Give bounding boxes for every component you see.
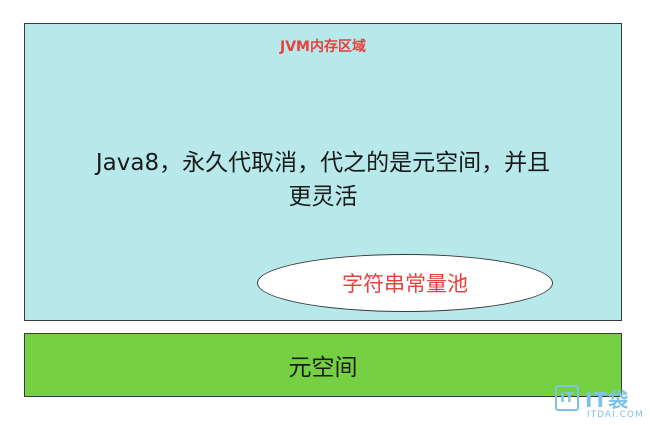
java8-description: Java8，永久代取消，代之的是元空间，并且 更灵活 bbox=[45, 146, 601, 214]
metaspace-label: 元空间 bbox=[288, 355, 358, 381]
itdai-logo-brand: IT袋 bbox=[585, 388, 630, 412]
description-line-2: 更灵活 bbox=[288, 184, 358, 210]
itdai-logo-site: ITDAI.COM bbox=[587, 410, 644, 420]
string-constant-pool-ellipse: 字符串常量池 bbox=[257, 254, 553, 312]
jvm-memory-region: JVM内存区域 Java8，永久代取消，代之的是元空间，并且 更灵活 字符串常量… bbox=[24, 23, 622, 321]
itdai-logo-icon: IT bbox=[555, 385, 579, 411]
metaspace-region: 元空间 bbox=[24, 333, 622, 397]
itdai-watermark-logo: IT IT袋 ITDAI.COM bbox=[555, 384, 647, 424]
string-constant-pool-label: 字符串常量池 bbox=[342, 272, 468, 296]
description-line-1: Java8，永久代取消，代之的是元空间，并且 bbox=[95, 150, 551, 176]
jvm-region-title: JVM内存区域 bbox=[280, 39, 366, 55]
